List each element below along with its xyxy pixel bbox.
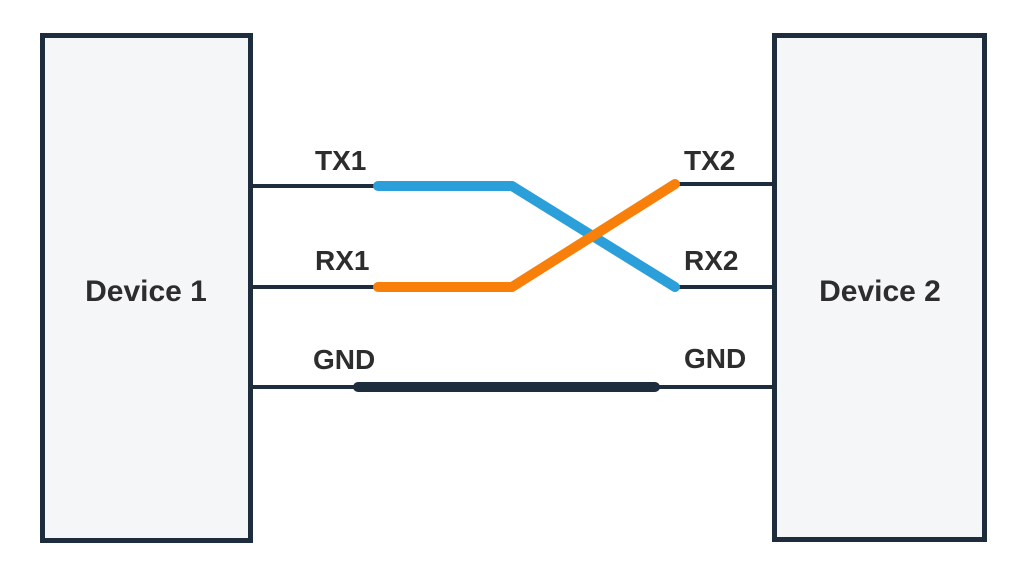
pin-label-tx1: TX1 [315,145,366,176]
pin-label-rx1: RX1 [315,245,369,276]
device-2-label: Device 2 [819,275,941,308]
pin-label-gnd-right: GND [684,343,746,374]
device-1-label: Device 1 [85,275,207,308]
cable-rx1-to-tx2 [373,179,680,292]
pin-label-tx2: TX2 [684,145,735,176]
pin-label-rx2: RX2 [684,245,738,276]
device-1-box [40,33,253,543]
cable-tx1-to-rx2 [373,181,680,292]
pin-label-gnd-left: GND [313,344,375,375]
device-2-box [772,33,987,542]
